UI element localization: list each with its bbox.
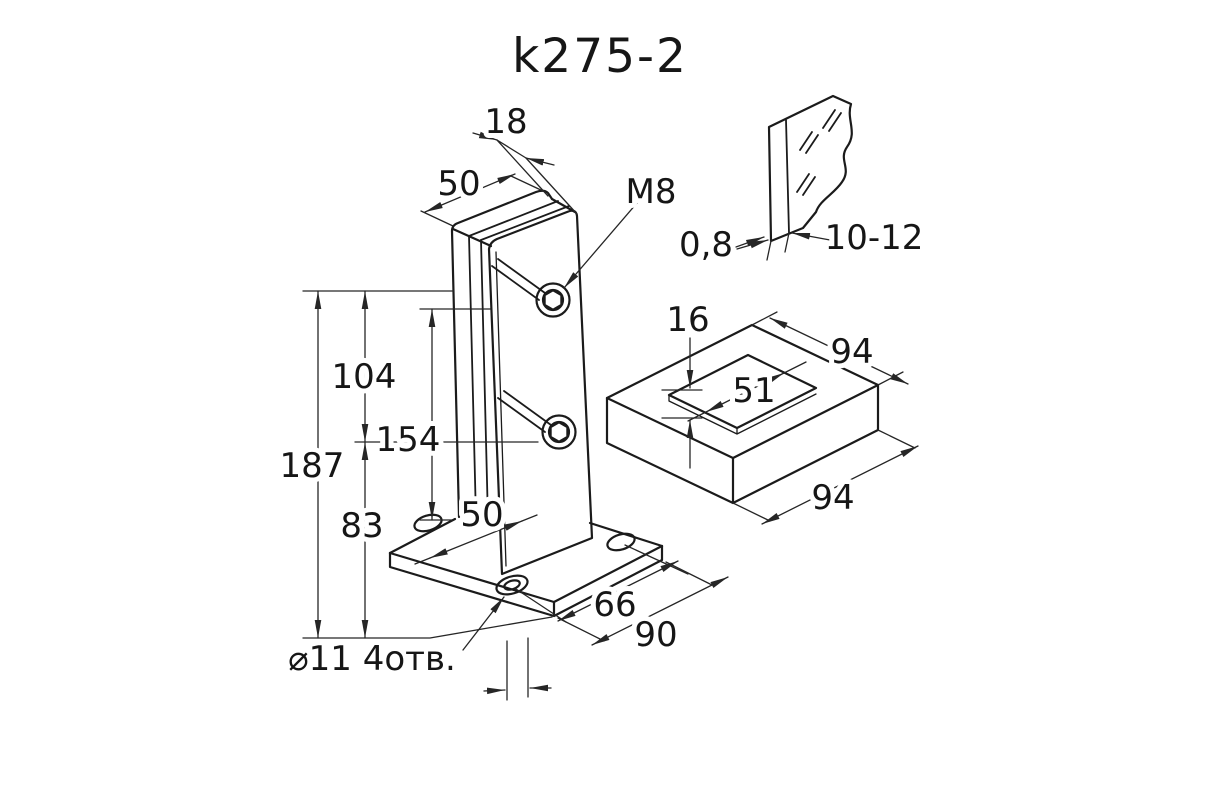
dim-0-8-label: 0,8	[679, 225, 733, 265]
dim-10-12-label: 10-12	[825, 218, 924, 258]
base-hole-front-outer	[495, 574, 529, 596]
dim-16-label: 16	[666, 300, 709, 340]
dim-104-label: 104	[332, 357, 397, 397]
dim-154-label: 154	[376, 420, 441, 460]
spigot-body	[450, 189, 594, 576]
glass-panel	[767, 94, 853, 243]
drawing-title: k275-2	[512, 29, 688, 84]
base-holes-label: ⌀11 4отв.	[288, 639, 456, 679]
dimension-lines	[302, 131, 919, 701]
dim-83-label: 83	[340, 506, 383, 546]
dim-51-label: 51	[732, 371, 775, 411]
dim-50-top-label: 50	[437, 164, 480, 204]
glass-hatch-marks	[796, 109, 842, 196]
thread-leader	[563, 202, 638, 289]
dim-66-label: 66	[593, 585, 636, 625]
base-hole-left	[413, 513, 443, 533]
base-hole-front-inner	[503, 579, 521, 591]
holes-leader	[462, 596, 505, 651]
thread-label: M8	[626, 172, 677, 212]
dim-18-label: 18	[484, 102, 527, 142]
cover-plate-hole	[667, 353, 818, 430]
clamp-screw-bottom	[497, 390, 577, 450]
dim-187-label: 187	[280, 446, 345, 486]
dim-94-top-label: 94	[830, 332, 873, 372]
base-hole-right	[606, 532, 636, 552]
dim-90-label: 90	[634, 615, 677, 655]
clamp-screw-top	[491, 258, 571, 318]
dim-94-bottom-label: 94	[811, 478, 854, 518]
dim-50-base-label: 50	[460, 495, 503, 535]
